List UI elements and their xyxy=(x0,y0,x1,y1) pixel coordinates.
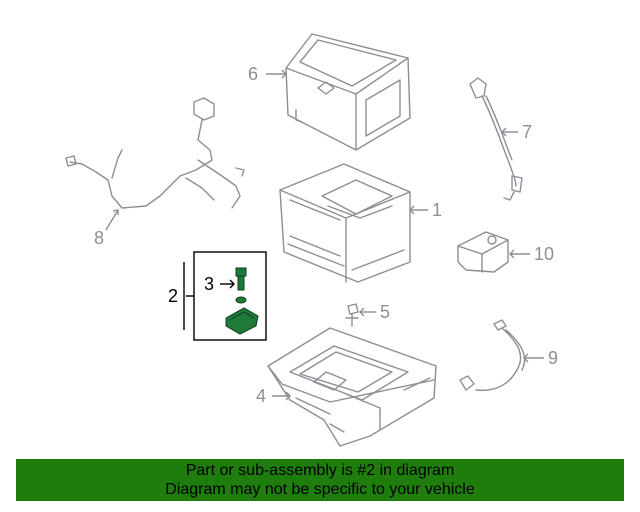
part-2-hold-down-clamp[interactable] xyxy=(225,307,259,335)
callout-5: 5 xyxy=(380,302,390,322)
part-4-battery-tray[interactable] xyxy=(267,327,437,447)
leader-8 xyxy=(105,209,119,231)
part-3-bolt[interactable] xyxy=(235,267,247,304)
arrow-7 xyxy=(501,127,507,137)
callout-4: 4 xyxy=(256,386,266,406)
banner-line-2: Diagram may not be specific to your vehi… xyxy=(165,481,475,498)
part-7-battery-cable[interactable] xyxy=(469,77,523,201)
banner-line-1: Part or sub-assembly is #2 in diagram xyxy=(185,462,455,479)
arrow-1 xyxy=(409,205,415,215)
arrow-9 xyxy=(523,353,529,363)
callout-9: 9 xyxy=(548,348,558,368)
info-banner: Part or sub-assembly is #2 in diagram Di… xyxy=(16,459,624,501)
callout-3: 3 xyxy=(204,274,214,294)
part-6-battery-box[interactable] xyxy=(285,33,411,151)
callout-2: 2 xyxy=(168,286,178,306)
arrow-10 xyxy=(509,249,515,259)
callout-10: 10 xyxy=(534,244,554,264)
callout-1: 1 xyxy=(432,200,442,220)
part-5-bolt[interactable] xyxy=(345,303,359,327)
arrow-3 xyxy=(229,279,235,289)
arrow-6 xyxy=(281,69,287,79)
arrow-5 xyxy=(359,307,365,317)
arrow-8 xyxy=(112,209,119,215)
part-1-battery[interactable] xyxy=(279,163,411,283)
part-9-ground-cable[interactable] xyxy=(459,319,526,391)
callout-7: 7 xyxy=(522,122,532,142)
part-10-terminal-cover[interactable] xyxy=(457,231,509,273)
part-8-wiring-harness[interactable] xyxy=(65,97,245,209)
callout-6: 6 xyxy=(248,64,258,84)
callout-8: 8 xyxy=(94,228,104,248)
arrow-4 xyxy=(285,391,291,401)
